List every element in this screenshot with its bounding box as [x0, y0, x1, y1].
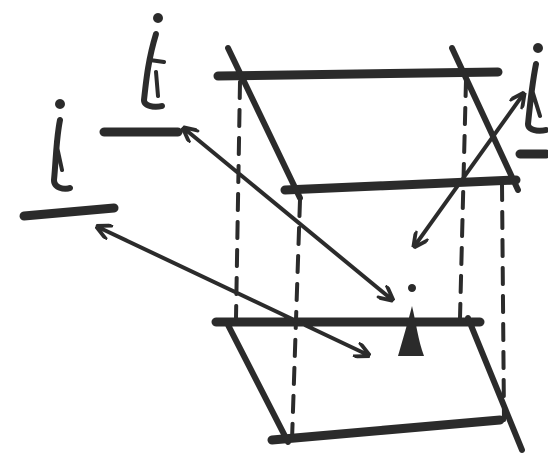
lower-plane — [216, 318, 522, 450]
left-ledge — [24, 208, 114, 216]
figure-top — [144, 13, 164, 107]
figure-right — [528, 43, 546, 131]
arrow-top-to-center — [186, 130, 390, 298]
upper-plane — [218, 48, 518, 198]
figure-left — [54, 99, 70, 189]
projection-lines — [236, 80, 504, 440]
